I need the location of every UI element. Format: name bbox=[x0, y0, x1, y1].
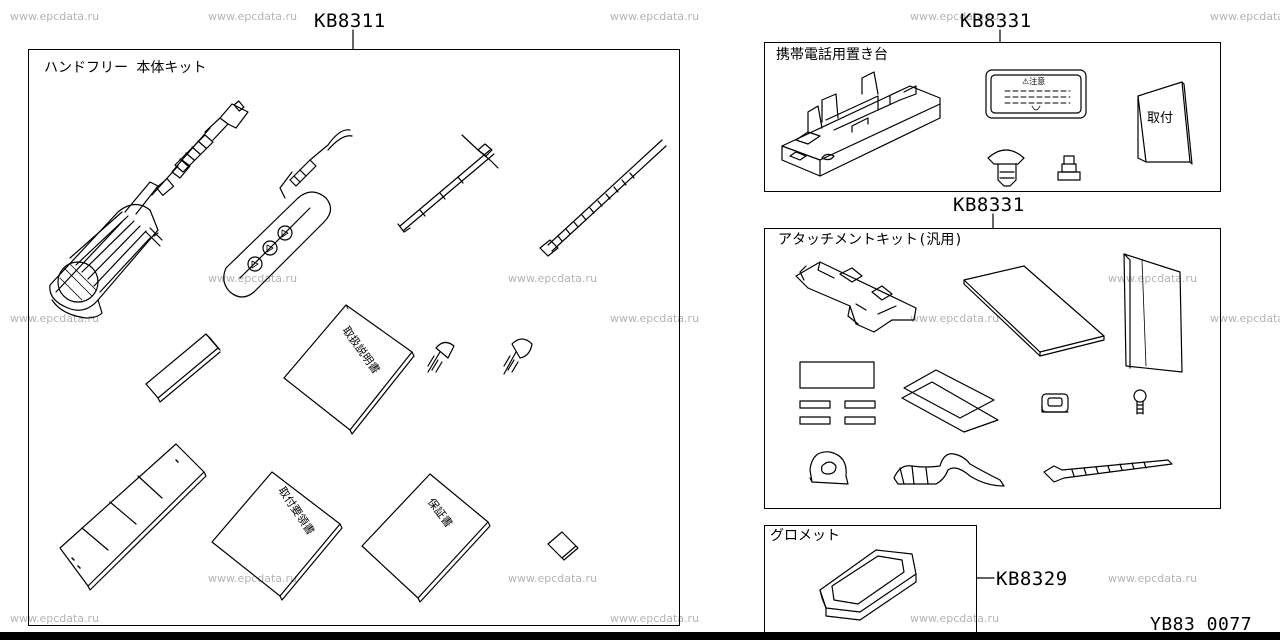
handsfree-kit-box bbox=[28, 49, 680, 626]
film-sheets-part bbox=[902, 370, 998, 432]
install-sheet-part bbox=[1138, 82, 1192, 164]
warranty-card-part bbox=[362, 474, 490, 602]
cable-tie-attachment bbox=[1044, 460, 1172, 482]
watermark-16: www.epcdata.ru bbox=[10, 612, 100, 625]
watermark-9: www.epcdata.ru bbox=[10, 312, 100, 325]
folded-sheet-part bbox=[1124, 254, 1182, 372]
watermark-7: www.epcdata.ru bbox=[508, 272, 598, 285]
watermark-14: www.epcdata.ru bbox=[508, 572, 598, 585]
label-warranty: 保証書 bbox=[425, 495, 456, 530]
attachment-kit-box bbox=[764, 228, 1221, 509]
attachment-kit-title: アタッチメントキット(汎用) bbox=[778, 232, 963, 248]
part-number-holder: KB8331 bbox=[960, 10, 1032, 32]
label-instruction-manual: 取扱説明書 bbox=[340, 324, 384, 377]
watermark-17: www.epcdata.ru bbox=[610, 612, 700, 625]
adhesive-pad-part bbox=[146, 334, 220, 402]
installation-guide-part bbox=[212, 472, 342, 600]
cable-band-part bbox=[894, 454, 1004, 486]
leader-lines bbox=[353, 30, 1000, 578]
watermark-5: www.epcdata.ru bbox=[1210, 10, 1280, 23]
label-installation-guide: 取付要領書 bbox=[276, 484, 318, 537]
switch-panel-part bbox=[60, 444, 206, 590]
phone-holder-box bbox=[764, 42, 1221, 192]
pad-clip-part bbox=[1042, 394, 1068, 412]
main-unit-cable-part bbox=[50, 101, 248, 318]
grommet-part bbox=[820, 550, 916, 620]
small-screw-attachment bbox=[1134, 390, 1146, 414]
part-number-attachment: KB8331 bbox=[953, 194, 1025, 216]
phone-holder-title: 携帯電話用置き台 bbox=[776, 47, 888, 63]
figure-code: YB83 0077 bbox=[1150, 614, 1253, 635]
caution-label-part bbox=[986, 70, 1086, 118]
watermark-10: www.epcdata.ru bbox=[610, 312, 700, 325]
watermark-1: www.epcdata.ru bbox=[10, 10, 100, 23]
clip-and-screw-holder bbox=[988, 150, 1080, 186]
part-number-handsfree: KB8311 bbox=[314, 10, 386, 32]
grommet-title: グロメット bbox=[770, 528, 840, 544]
watermark-13: www.epcdata.ru bbox=[208, 572, 298, 585]
watermark-6: www.epcdata.ru bbox=[208, 272, 298, 285]
phone-holder-cradle bbox=[782, 72, 940, 176]
cord-clamp-part bbox=[810, 452, 848, 484]
bottom-border-bar bbox=[0, 632, 1280, 640]
label-install-sheet: 取付 bbox=[1147, 111, 1173, 126]
watermark-3: www.epcdata.ru bbox=[610, 10, 700, 23]
mounting-bracket-part bbox=[796, 262, 916, 332]
part-number-grommet: KB8329 bbox=[996, 568, 1068, 590]
harness-part bbox=[398, 135, 498, 232]
handsfree-kit-title: ハンドフリー 本体キット bbox=[44, 60, 207, 76]
instruction-manual-part bbox=[284, 305, 414, 434]
small-clip-part bbox=[548, 532, 578, 560]
label-caution: ⚠注意 bbox=[1022, 76, 1045, 86]
tape-strips-part bbox=[800, 362, 875, 424]
watermark-4: www.epcdata.ru bbox=[910, 10, 1000, 23]
screws-main bbox=[428, 339, 532, 374]
watermark-12: www.epcdata.ru bbox=[1210, 312, 1280, 325]
cable-tie-part bbox=[540, 140, 666, 256]
watermark-15: www.epcdata.ru bbox=[1108, 572, 1198, 585]
watermark-2: www.epcdata.ru bbox=[208, 10, 298, 23]
watermark-11: www.epcdata.ru bbox=[910, 312, 1000, 325]
cushion-pad-part bbox=[964, 266, 1104, 356]
remote-switch-part bbox=[224, 130, 352, 297]
